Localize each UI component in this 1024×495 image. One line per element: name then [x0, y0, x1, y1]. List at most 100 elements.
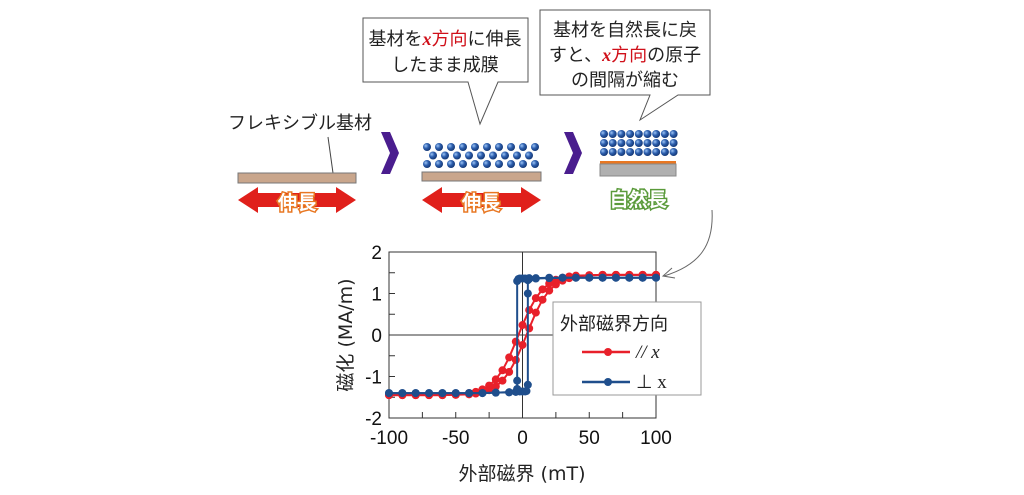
y-tick-label: 2	[371, 243, 382, 264]
atom	[531, 160, 539, 168]
data-point	[491, 382, 500, 391]
atom	[626, 139, 635, 147]
atom	[513, 151, 521, 160]
legend-box	[552, 301, 702, 396]
atom	[660, 148, 669, 156]
atom	[465, 151, 473, 160]
atom	[634, 130, 643, 138]
atom	[634, 139, 643, 147]
atom	[600, 139, 608, 147]
data-point	[518, 321, 527, 330]
data-point	[598, 273, 607, 282]
data-point	[411, 389, 420, 398]
data-point	[545, 286, 554, 295]
data-point	[652, 273, 660, 282]
stretched-substrate	[421, 171, 542, 182]
atom	[525, 151, 533, 160]
callout2-line1: 基材を自然長に戻	[553, 20, 697, 41]
atom	[483, 160, 491, 168]
data-point	[465, 389, 474, 398]
atom	[471, 160, 479, 168]
x-axis-label: 外部磁界 (mT)	[459, 463, 586, 485]
callout2-line3: の間隔が縮む	[571, 70, 679, 91]
atom	[453, 151, 461, 160]
data-point	[625, 273, 634, 282]
interface-layer	[600, 161, 676, 164]
atom	[608, 130, 617, 138]
atom	[429, 151, 437, 160]
atom	[669, 130, 678, 138]
data-point	[538, 285, 547, 294]
pointer-line	[663, 209, 713, 277]
data-point	[498, 376, 507, 385]
chevron-right-icon	[381, 132, 399, 174]
data-point	[538, 295, 547, 304]
data-point	[498, 366, 507, 375]
callout-natural-length: 基材を自然長に戻 すと、x方向の原子 の間隔が縮む	[539, 9, 711, 122]
substrate-label: フレキシブル基材	[228, 112, 372, 134]
data-point	[531, 274, 540, 283]
atom	[669, 139, 678, 147]
atom	[626, 148, 635, 156]
callout-stretch-deposition: 基材をx方向に伸長 したまま成膜	[362, 17, 529, 126]
flexible-substrate	[237, 172, 357, 184]
atom	[441, 151, 449, 160]
atom	[423, 143, 431, 151]
data-point	[511, 337, 520, 346]
atom	[600, 148, 608, 156]
data-point	[513, 277, 522, 286]
atom	[608, 139, 617, 147]
atom	[643, 148, 652, 156]
atom	[519, 143, 527, 151]
atom	[435, 143, 443, 151]
x-tick-label: -50	[442, 428, 469, 449]
atom	[617, 139, 626, 147]
atom	[669, 148, 678, 156]
data-point	[505, 367, 514, 376]
data-point	[513, 376, 522, 385]
atom	[652, 130, 661, 138]
data-point	[565, 272, 574, 281]
data-point	[525, 306, 534, 315]
legend-label-parallel: // x	[635, 342, 660, 363]
atom	[459, 143, 467, 151]
data-point	[611, 273, 620, 282]
y-axis-label: 磁化 (MA/m)	[335, 278, 357, 391]
atom	[531, 143, 539, 151]
data-point	[571, 273, 580, 282]
data-point	[478, 389, 487, 398]
legend: 外部磁界方向 // x ⊥ x	[552, 301, 702, 396]
data-point	[385, 389, 393, 398]
substrate-leader-line	[327, 136, 334, 174]
data-point	[505, 353, 514, 362]
data-point	[425, 389, 434, 398]
atom	[423, 160, 431, 168]
callout2-line2: すと、x方向の原子	[549, 45, 701, 66]
data-point	[471, 387, 480, 396]
data-point	[518, 340, 527, 349]
stretch-arrow-1: 伸長	[238, 187, 356, 216]
x-tick-label: 50	[579, 428, 600, 449]
legend-marker-parallel	[604, 348, 612, 356]
data-point	[491, 375, 500, 384]
y-tick-label: -1	[365, 368, 382, 389]
legend-title: 外部磁界方向	[560, 314, 668, 335]
data-point	[523, 289, 532, 298]
stretch-label-1: 伸長	[277, 191, 317, 214]
data-point	[451, 389, 460, 398]
data-point	[511, 387, 520, 396]
atom	[617, 130, 626, 138]
atom	[507, 143, 515, 151]
atom	[643, 130, 652, 138]
x-tick-label: -100	[370, 428, 408, 449]
atom	[459, 160, 467, 168]
data-point	[638, 273, 647, 282]
atom	[519, 160, 527, 168]
x-tick-label: 100	[640, 428, 672, 449]
data-point	[545, 273, 554, 282]
data-point	[558, 273, 567, 282]
atom	[501, 151, 509, 160]
legend-marker-perpendicular	[604, 378, 612, 386]
natural-substrate	[599, 163, 677, 177]
chevron-right-icon	[564, 132, 582, 174]
